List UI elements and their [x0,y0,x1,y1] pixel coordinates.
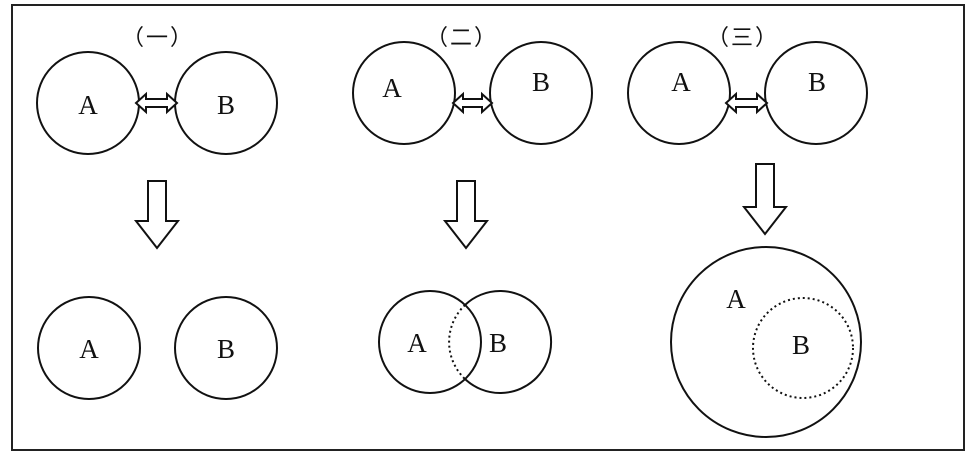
panel-2-top-circle-b [489,41,593,145]
panel-1-bottom-label-a: A [79,334,99,364]
panel-3-top-label-a: A [671,67,691,97]
panel-2-bottom-label-b: B [489,328,507,358]
panel-2-top-label-b: B [532,67,550,97]
panel-3-top-circle-b [764,41,868,145]
panel-1-heading: （一） [122,26,194,51]
panel-1-top-label-a: A [78,90,98,120]
panel-1-down-arrow [133,180,181,250]
panel-3-down-arrow [741,163,789,236]
panel-1-bottom-circle-b [174,296,278,400]
panel-3-bottom-label-b: B [792,330,810,360]
panel-1-top-label-b: B [217,90,235,120]
panel-2-double-arrow [451,91,494,115]
panel-1-bottom-label-b: B [217,334,235,364]
panel-1-bottom-circle-a [37,296,141,400]
panel-2-bottom-circle-a [378,290,482,394]
panel-3-bottom-circle-a [670,246,862,438]
panel-2-heading: （二） [426,26,498,51]
panel-3-top-label-b: B [808,67,826,97]
panel-2-bottom-label-a: A [407,328,427,358]
panel-2-bottom-circle-b [464,290,553,394]
panel-2-overlap-edge [448,304,466,380]
panel-1-double-arrow [134,91,179,115]
diagram-frame [11,4,965,451]
panel-3-top-circle-a [627,41,731,145]
panel-3-bottom-circle-b [752,297,854,399]
panel-2-top-circle-a [352,41,456,145]
panel-3-bottom-label-a: A [726,284,746,314]
panel-3-heading: （三） [707,26,779,51]
panel-3-double-arrow [724,91,769,115]
panel-2-down-arrow [442,180,490,250]
panel-2-top-label-a: A [382,73,402,103]
